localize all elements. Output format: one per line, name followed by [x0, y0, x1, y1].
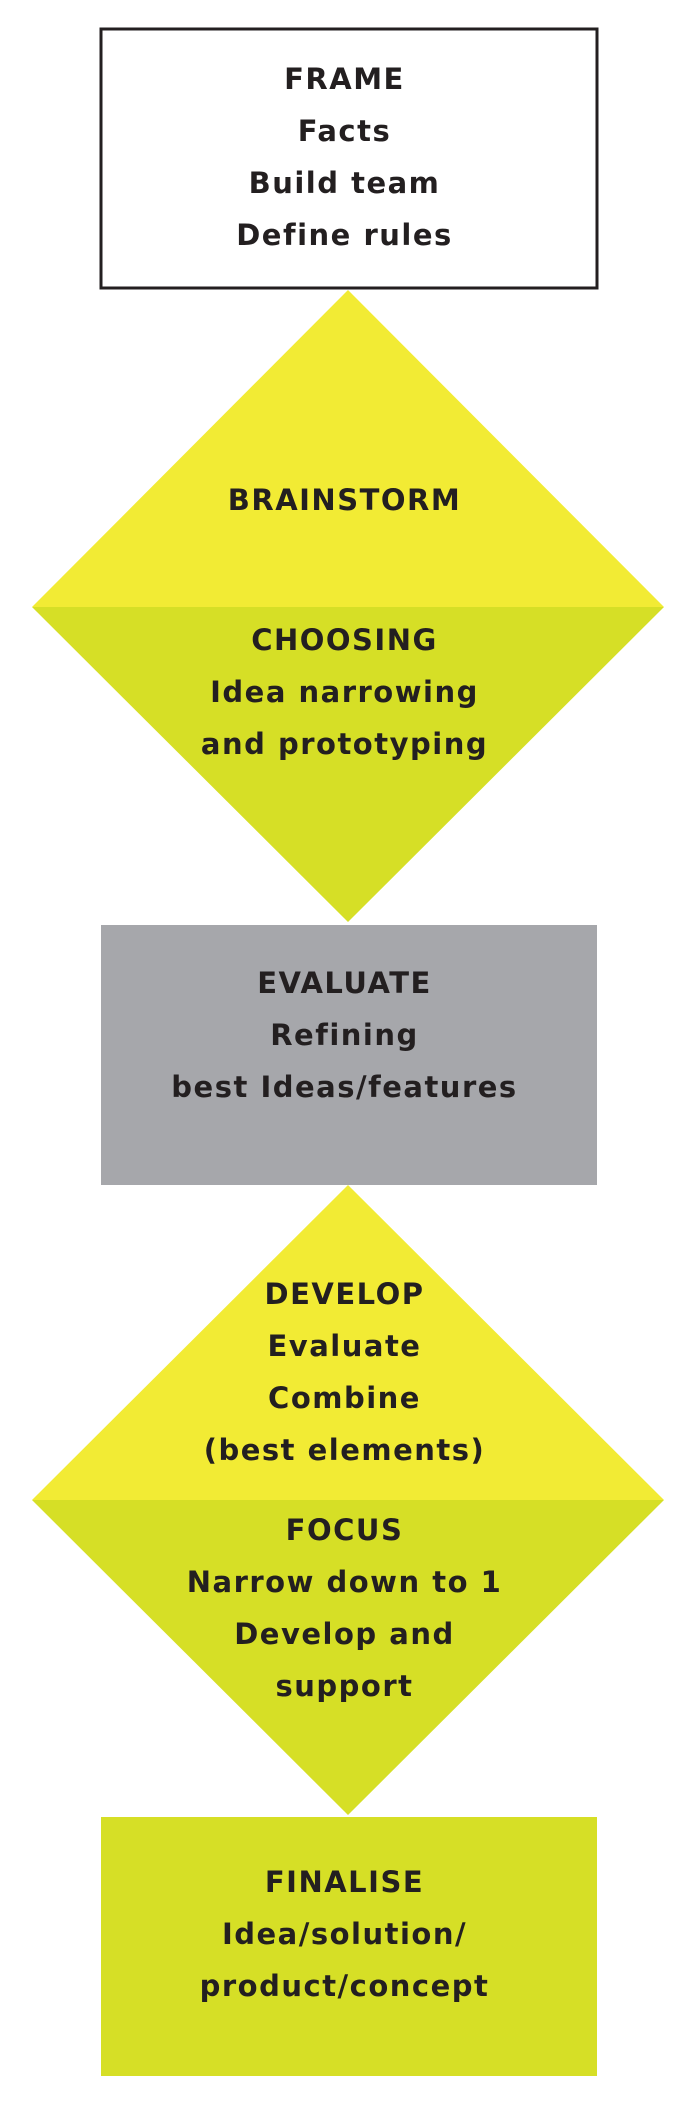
evaluate-line: best Ideas/features	[171, 1070, 518, 1104]
develop-line: Combine	[268, 1381, 421, 1415]
evaluate-box	[101, 925, 597, 1185]
focus-heading: FOCUS	[285, 1513, 404, 1547]
frame-box	[99, 27, 599, 290]
develop-line: (best elements)	[203, 1433, 486, 1467]
choosing-text: CHOOSING Idea narrowing and prototyping	[0, 614, 689, 770]
finalise-line: product/concept	[199, 1969, 490, 2003]
focus-text: FOCUS Narrow down to 1 Develop and suppo…	[0, 1504, 689, 1712]
frame-text: FRAME Facts Build team Define rules	[0, 53, 689, 261]
focus-line: Develop and	[234, 1617, 455, 1651]
develop-text: DEVELOP Evaluate Combine (best elements)	[0, 1268, 689, 1476]
finalise-line: Idea/solution/	[221, 1917, 468, 1951]
develop-line: Evaluate	[267, 1329, 422, 1363]
develop-heading: DEVELOP	[264, 1277, 425, 1311]
finalise-text: FINALISE Idea/solution/ product/concept	[0, 1856, 689, 2012]
brainstorm-heading: BRAINSTORM	[227, 483, 462, 517]
finalise-box	[101, 1817, 597, 2076]
evaluate-heading: EVALUATE	[257, 966, 432, 1000]
frame-line: Define rules	[236, 218, 453, 252]
focus-line: Narrow down to 1	[186, 1565, 503, 1599]
evaluate-text: EVALUATE Refining best Ideas/features	[0, 957, 689, 1113]
frame-heading: FRAME	[284, 62, 405, 96]
evaluate-line: Refining	[270, 1018, 419, 1052]
choosing-diamond-bottom	[32, 607, 664, 922]
focus-line: support	[275, 1669, 414, 1703]
develop-diamond-top	[32, 1185, 664, 1500]
choosing-heading: CHOOSING	[251, 623, 438, 657]
brainstorm-diamond-top	[32, 290, 664, 607]
focus-diamond-bottom	[32, 1500, 664, 1815]
choosing-line: and prototyping	[200, 727, 489, 761]
frame-line: Facts	[297, 114, 392, 148]
brainstorm-text: BRAINSTORM	[0, 474, 689, 526]
choosing-line: Idea narrowing	[210, 675, 479, 709]
finalise-heading: FINALISE	[264, 1865, 425, 1899]
frame-line: Build team	[248, 166, 441, 200]
